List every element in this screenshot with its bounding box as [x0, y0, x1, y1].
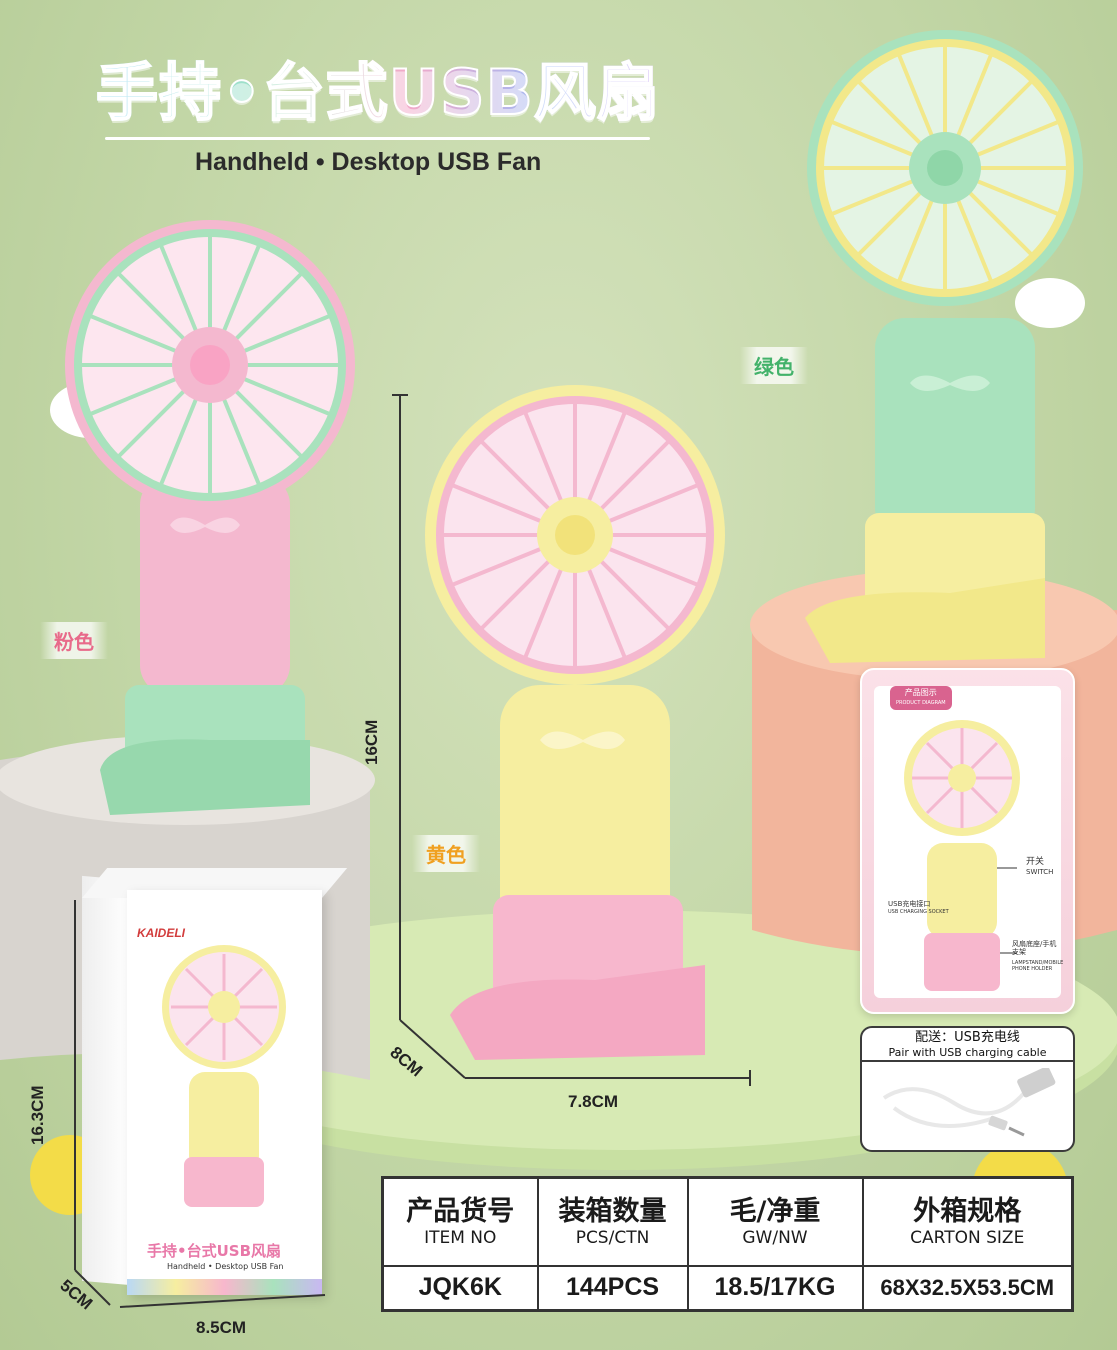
spec-value-weight: 18.5/17KG: [686, 1264, 864, 1312]
yellow-fan-image: [425, 385, 725, 1060]
diagram-usb-en: USB CHARGING SOCKET: [888, 909, 949, 915]
spec-header-carton: 外箱规格 CARTON SIZE: [861, 1176, 1074, 1267]
spec-header-weight: 毛/净重 GW/NW: [686, 1176, 864, 1267]
diagram-badge: 产品图示 PRODUCT DIAGRAM: [890, 686, 952, 710]
package-fan-image: [162, 945, 286, 1207]
package-stripe: [127, 1279, 322, 1295]
spec-value-item-no: JQK6K: [381, 1264, 539, 1312]
page-subtitle: Handheld • Desktop USB Fan: [195, 148, 542, 176]
product-diagram-inner: 产品图示 PRODUCT DIAGRAM 开关 SWITCH USB充电接口 U…: [874, 686, 1064, 998]
diagram-switch-cn: 开关: [1026, 857, 1045, 867]
spec-value-pcs: 144PCS: [536, 1264, 689, 1312]
pink-fan-image: [50, 220, 355, 815]
diagram-stand-cn: 风扇底座/手机支架: [1012, 940, 1057, 956]
package-height-label: 16.3CM: [28, 1085, 47, 1145]
height-label: 16CM: [362, 719, 381, 765]
package-title-en: Handheld • Desktop USB Fan: [167, 1262, 284, 1271]
spec-header-item-no: 产品货号 ITEM NO: [381, 1176, 539, 1267]
page-title: 手持•台式USB风扇: [95, 42, 660, 132]
dimension-lines: [392, 394, 751, 1086]
diagram-switch-en: SWITCH: [1026, 868, 1054, 876]
accessory-title-en: Pair with USB charging cable: [888, 1046, 1047, 1059]
diagram-badge-en: PRODUCT DIAGRAM: [896, 700, 946, 706]
color-label-yellow: 黄色: [412, 835, 480, 872]
product-diagram-panel: 产品图示 PRODUCT DIAGRAM 开关 SWITCH USB充电接口 U…: [860, 668, 1075, 1014]
spec-table-header-row: 产品货号 ITEM NO 装箱数量 PCS/CTN 毛/净重 GW/NW 外箱规…: [381, 1176, 1074, 1267]
package-brand: KAIDELI: [137, 926, 185, 940]
width-label: 7.8CM: [568, 1092, 619, 1111]
package-box: KAIDELI 手持•台式USB风扇 Handheld • Desktop US…: [82, 868, 348, 1300]
title-divider: [105, 137, 650, 140]
accessory-title-cn: 配送：USB充电线: [915, 1030, 1020, 1045]
spec-header-pcs: 装箱数量 PCS/CTN: [536, 1176, 689, 1267]
diagram-usb-cn: USB充电接口: [888, 900, 931, 908]
spec-value-carton: 68X32.5X53.5CM: [861, 1264, 1074, 1312]
accessory-header: 配送：USB充电线 Pair with USB charging cable: [862, 1028, 1073, 1062]
spec-table-value-row: JQK6K 144PCS 18.5/17KG 68X32.5X53.5CM: [381, 1264, 1074, 1312]
package-dimension-lines: [74, 900, 326, 1308]
usb-cable-icon: [882, 1068, 1056, 1137]
color-label-pink: 粉色: [40, 622, 108, 659]
green-fan-image: [805, 30, 1085, 663]
accessory-panel: 配送：USB充电线 Pair with USB charging cable: [860, 1026, 1075, 1152]
diagram-badge-cn: 产品图示: [904, 688, 937, 697]
diagram-stand-en: LAMPSTAND/MOBILE PHONE HOLDER: [1012, 960, 1064, 972]
diagram-fan-image: [904, 720, 1020, 991]
package-title-cn: 手持•台式USB风扇: [147, 1242, 282, 1260]
spec-table: 产品货号 ITEM NO 装箱数量 PCS/CTN 毛/净重 GW/NW 外箱规…: [381, 1176, 1074, 1312]
package-width-label: 8.5CM: [196, 1318, 247, 1337]
color-label-green: 绿色: [740, 347, 808, 384]
package-front: KAIDELI 手持•台式USB风扇 Handheld • Desktop US…: [127, 890, 322, 1295]
